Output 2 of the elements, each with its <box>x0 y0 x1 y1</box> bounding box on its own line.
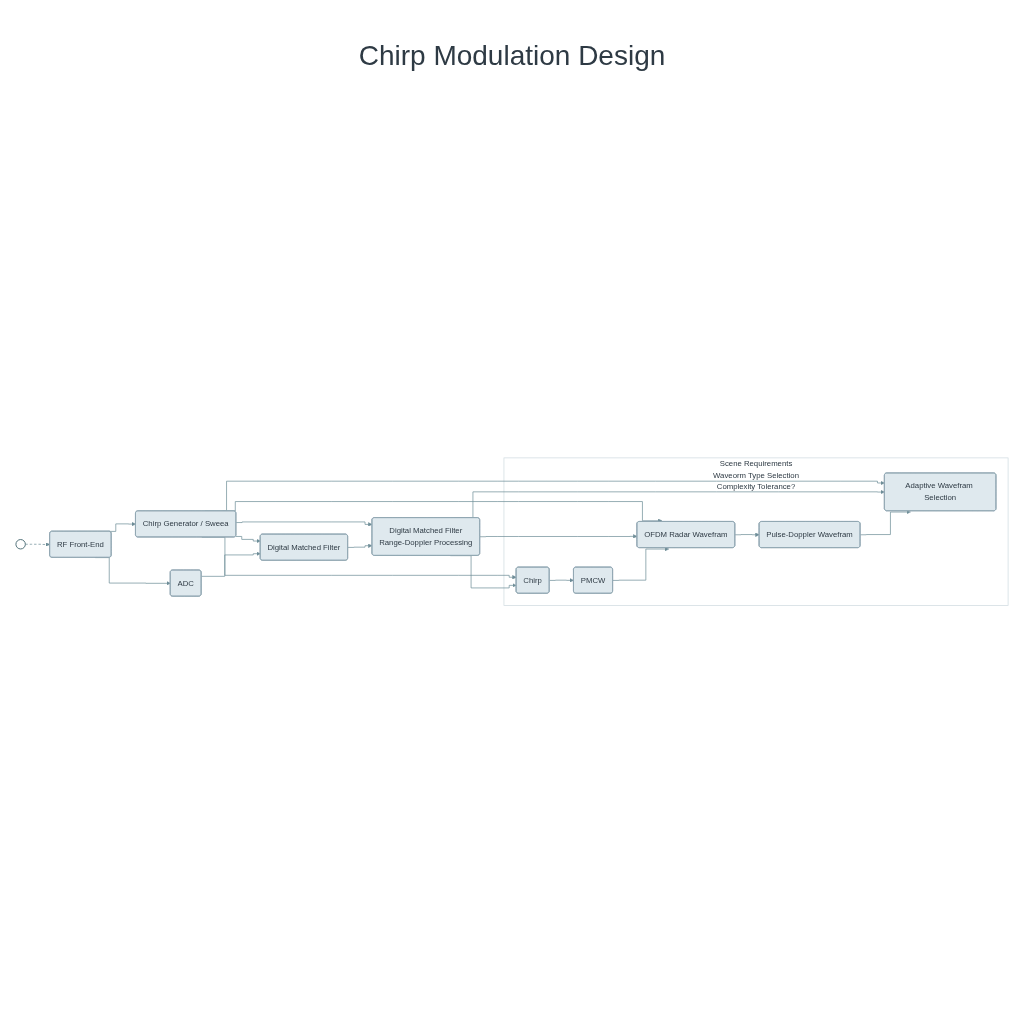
diagram-title: Chirp Modulation Design <box>358 40 666 72</box>
node-antenna <box>15 539 26 550</box>
